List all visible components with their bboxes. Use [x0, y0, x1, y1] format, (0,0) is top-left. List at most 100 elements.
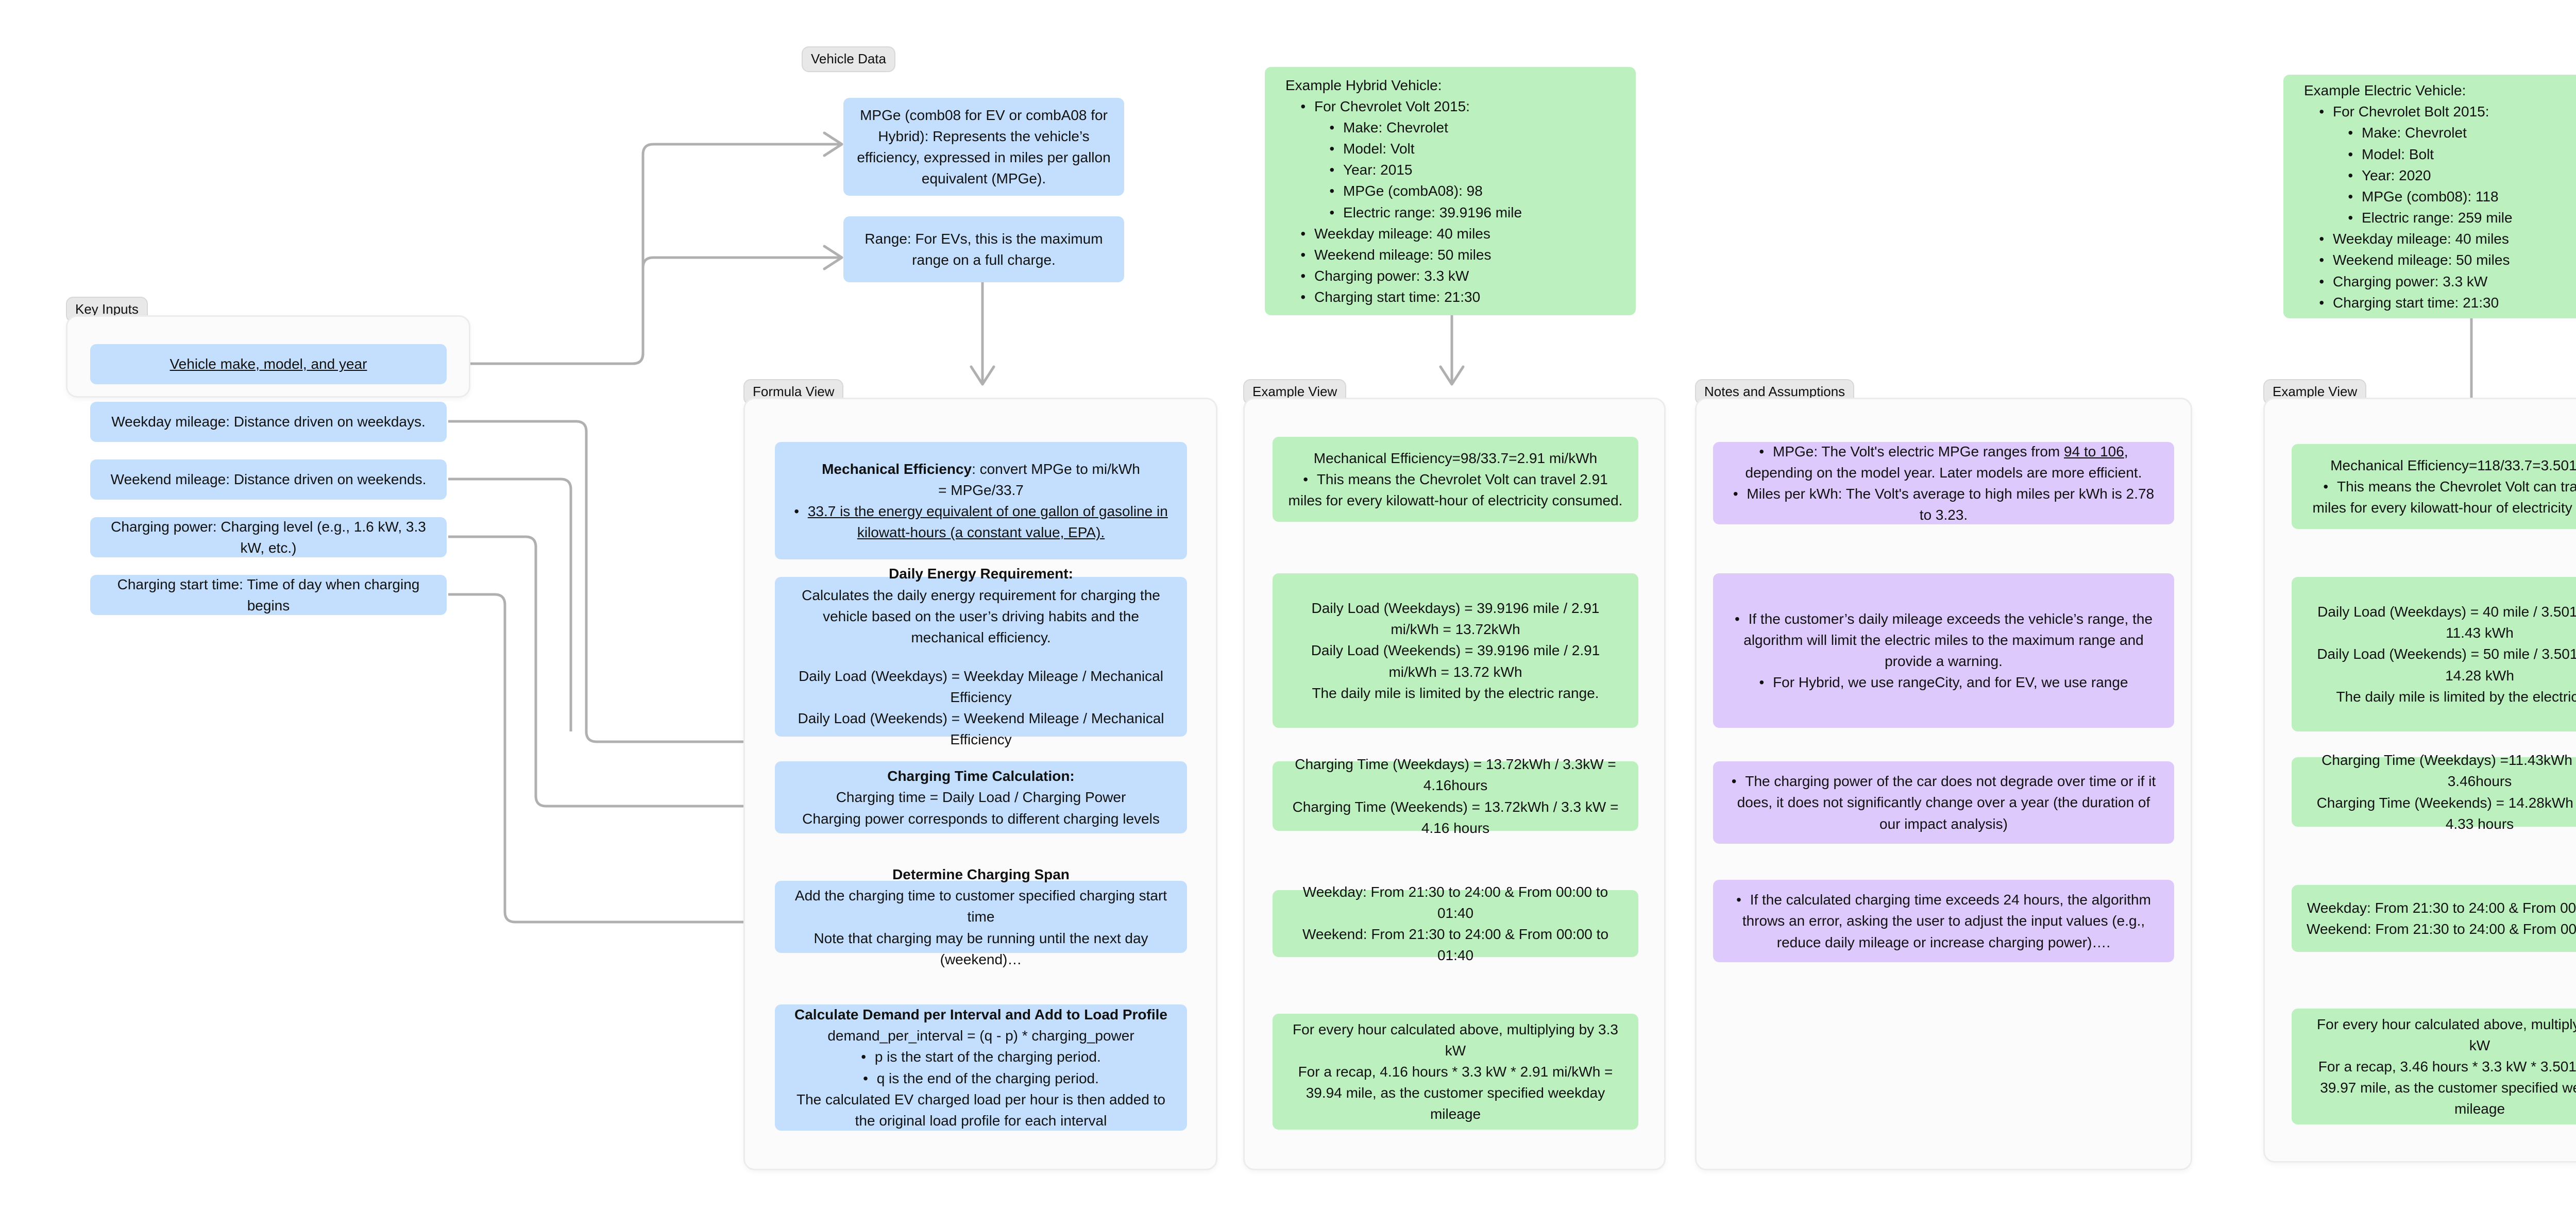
vehicle-data-range[interactable]: Range: For EVs, this is the maximum rang…: [843, 216, 1124, 282]
note-error-text: If the calculated charging time exceeds …: [1726, 889, 2161, 952]
list-item: Charging start time: 21:30: [1314, 286, 1615, 308]
note-range-limit-row: If the customer’s daily mileage exceeds …: [1726, 608, 2161, 672]
list-item: Electric range: 259 mile: [2362, 207, 2576, 228]
example-ev-span[interactable]: Weekday: From 21:30 to 24:00 & From 00:0…: [2292, 885, 2576, 952]
example-ev-demand-line2: For a recap, 3.46 hours * 3.3 kW * 3.501…: [2318, 1058, 2576, 1117]
formula-demand-line1: demand_per_interval = (q - p) * charging…: [827, 1028, 1134, 1044]
formula-daily-energy-weekday: Daily Load (Weekdays) = Weekday Mileage …: [799, 668, 1163, 706]
example-hybrid-daily-load[interactable]: Daily Load (Weekdays) = 39.9196 mile / 2…: [1273, 573, 1638, 728]
note-mpge-bullet-row: MPGe: The Volt's electric MPGe ranges fr…: [1726, 441, 2161, 483]
key-input-charging-power[interactable]: Charging power: Charging level (e.g., 1.…: [90, 517, 447, 557]
key-input-vehicle-label: Vehicle make, model, and year: [170, 356, 367, 372]
example-hybrid-mech-eff[interactable]: Mechanical Efficiency=98/33.7=2.91 mi/kW…: [1273, 437, 1638, 522]
formula-charging-time-title: Charging Time Calculation:: [788, 765, 1174, 787]
example-hybrid-demand-line1: For every hour calculated above, multipl…: [1293, 1021, 1618, 1059]
formula-calculate-demand-per-interval[interactable]: Calculate Demand per Interval and Add to…: [775, 1004, 1187, 1131]
formula-daily-energy-weekend: Daily Load (Weekends) = Weekend Mileage …: [798, 710, 1164, 748]
example-electric-vehicle-card[interactable]: Example Electric Vehicle: For Chevrolet …: [2283, 75, 2576, 318]
panel-label-vehicle-data: Vehicle Data: [802, 46, 895, 72]
list-item: Year: 2020: [2362, 165, 2576, 186]
note-range-limit[interactable]: If the customer’s daily mileage exceeds …: [1713, 573, 2174, 728]
note-charging-time-error[interactable]: If the calculated charging time exceeds …: [1713, 880, 2174, 962]
example-hybrid-charging-time-line2: Charging Time (Weekends) = 13.72kWh / 3.…: [1292, 798, 1619, 836]
note-mpge-post: , depending on the model year. Later mod…: [1745, 443, 2142, 481]
list-item: Charging power: 3.3 kW: [2333, 271, 2576, 292]
example-ev-mech-eff[interactable]: Mechanical Efficiency=118/33.7=3.501 mi/…: [2292, 444, 2576, 529]
list-item: Weekday mileage: 40 miles: [1314, 223, 1615, 244]
example-hybrid-daily-load-line1: Daily Load (Weekdays) = 39.9196 mile / 2…: [1311, 600, 1600, 638]
example-hybrid-daily-load-line3: The daily mile is limited by the electri…: [1312, 685, 1599, 701]
example-ev-charging-time-line1: Charging Time (Weekdays) =11.43kWh / 3.3…: [2321, 752, 2576, 790]
list-item: Weekend mileage: 50 miles: [1314, 244, 1615, 265]
list-item: Charging power: 3.3 kW: [1314, 265, 1615, 286]
formula-mech-eff-title-rest: : convert MPGe to mi/kWh: [972, 460, 1140, 477]
example-ev-charging-time-line2: Charging Time (Weekends) = 14.28kWh / 3.…: [2316, 794, 2576, 832]
example-hybrid-vehicle-card[interactable]: Example Hybrid Vehicle: For Chevrolet Vo…: [1265, 67, 1636, 315]
formula-span-line1: Add the charging time to customer specif…: [794, 888, 1167, 925]
note-charging-power-degradation[interactable]: The charging power of the car does not d…: [1713, 761, 2174, 844]
formula-daily-energy-desc: Calculates the daily energy requirement …: [802, 587, 1160, 645]
formula-mech-eff-title: Mechanical Efficiency: [822, 460, 972, 477]
vehicle-data-range-label: Range: For EVs, this is the maximum rang…: [865, 230, 1103, 268]
note-range-limit-text: If the customer’s daily mileage exceeds …: [1726, 608, 2161, 672]
formula-daily-energy-title: Daily Energy Requirement:: [788, 563, 1174, 584]
list-item: MPGe (comb08): 118: [2362, 186, 2576, 207]
note-miles-per-kwh: Miles per kWh: The Volt's average to hig…: [1726, 483, 2161, 525]
key-input-charging-start-time[interactable]: Charging start time: Time of day when ch…: [90, 575, 447, 615]
note-range-city-row: For Hybrid, we use rangeCity, and for EV…: [1726, 672, 2161, 693]
key-input-weekday-mileage[interactable]: Weekday mileage: Distance driven on week…: [90, 402, 447, 442]
example-hybrid-charging-time[interactable]: Charging Time (Weekdays) = 13.72kWh / 3.…: [1273, 756, 1638, 836]
list-item: MPGe (combA08): 98: [1343, 180, 1615, 201]
example-ev-charging-time[interactable]: Charging Time (Weekdays) =11.43kWh / 3.3…: [2292, 752, 2576, 832]
example-ev-daily-load[interactable]: Daily Load (Weekdays) = 40 mile / 3.501 …: [2292, 577, 2576, 731]
example-hybrid-charging-time-line1: Charging Time (Weekdays) = 13.72kWh / 3.…: [1295, 756, 1616, 794]
formula-demand-bullet2: q is the end of the charging period.: [788, 1068, 1174, 1089]
note-mpge-range[interactable]: MPGe: The Volt's electric MPGe ranges fr…: [1713, 442, 2174, 524]
note-mpge-pre: MPGe: The Volt's electric MPGe ranges fr…: [1773, 443, 2064, 459]
formula-demand-title-text: Calculate Demand per Interval and Add to…: [794, 1007, 1167, 1023]
formula-demand-line2: The calculated EV charged load per hour …: [796, 1091, 1166, 1129]
example-hybrid-demand[interactable]: For every hour calculated above, multipl…: [1273, 1014, 1638, 1130]
example-hybrid-mech-eff-bullet-row: This means the Chevrolet Volt can travel…: [1286, 469, 1625, 511]
formula-mechanical-efficiency[interactable]: Mechanical Efficiency: convert MPGe to m…: [775, 442, 1187, 559]
formula-demand-bullet1: p is the start of the charging period.: [788, 1046, 1174, 1067]
note-range-city-text: For Hybrid, we use rangeCity, and for EV…: [1726, 672, 2161, 693]
example-ev-demand[interactable]: For every hour calculated above, multipl…: [2292, 1009, 2576, 1124]
key-input-weekday-mileage-label: Weekday mileage: Distance driven on week…: [111, 414, 426, 430]
formula-span-title: Determine Charging Span: [788, 864, 1174, 885]
key-input-weekend-mileage[interactable]: Weekend mileage: Distance driven on week…: [90, 459, 447, 500]
key-input-vehicle[interactable]: Vehicle make, model, and year: [90, 344, 447, 384]
list-item: Model: Volt: [1343, 138, 1615, 159]
example-hybrid-span[interactable]: Weekday: From 21:30 to 24:00 & From 00:0…: [1273, 884, 1638, 963]
example-ev-mech-eff-bullet: This means the Chevrolet Volt can travel…: [2305, 476, 2576, 518]
example-ev-title: Example Electric Vehicle:: [2304, 82, 2466, 99]
list-item: Model: Bolt: [2362, 144, 2576, 165]
list-item: Weekday mileage: 40 miles: [2333, 228, 2576, 249]
note-mpge-link[interactable]: 94 to 106: [2064, 443, 2124, 459]
example-ev-daily-load-line3: The daily mile is limited by the electri…: [2336, 688, 2576, 705]
formula-daily-energy-title-text: Daily Energy Requirement:: [889, 566, 1073, 582]
formula-charging-time-calculation[interactable]: Charging Time Calculation: Charging time…: [775, 761, 1187, 833]
formula-mech-eff-line2: = MPGe/33.7: [938, 482, 1024, 498]
example-ev-span-line1: Weekday: From 21:30 to 24:00 & From 00:0…: [2307, 899, 2576, 916]
example-ev-list: For Chevrolet Bolt 2015: Make: Chevrolet…: [2304, 101, 2576, 313]
example-hybrid-span-line1: Weekday: From 21:30 to 24:00 & From 00:0…: [1302, 883, 1608, 921]
list-item: Year: 2015: [1343, 159, 1615, 180]
vehicle-data-mpge[interactable]: MPGe (comb08 for EV or combA08 for Hybri…: [843, 98, 1124, 196]
example-hybrid-vehicle-line: For Chevrolet Volt 2015:: [1314, 96, 1615, 117]
formula-charging-time-line1: Charging time = Daily Load / Charging Po…: [836, 789, 1126, 806]
formula-daily-energy-requirement[interactable]: Daily Energy Requirement: Calculates the…: [775, 566, 1187, 747]
list-item: Make: Chevrolet: [1343, 117, 1615, 138]
note-error-row: If the calculated charging time exceeds …: [1726, 889, 2161, 952]
formula-determine-charging-span[interactable]: Determine Charging Span Add the charging…: [775, 866, 1187, 967]
note-mpge-bullet: MPGe: The Volt's electric MPGe ranges fr…: [1726, 441, 2161, 483]
example-hybrid-demand-line2: For a recap, 4.16 hours * 3.3 kW * 2.91 …: [1298, 1063, 1613, 1122]
example-hybrid-list: For Chevrolet Volt 2015: Make: Chevrolet…: [1285, 96, 1615, 308]
list-item: Charging start time: 21:30: [2333, 292, 2576, 313]
example-hybrid-mech-eff-line1: Mechanical Efficiency=98/33.7=2.91 mi/kW…: [1313, 450, 1598, 466]
vehicle-data-mpge-label: MPGe (comb08 for EV or combA08 for Hybri…: [857, 107, 1111, 187]
example-hybrid-title: Example Hybrid Vehicle:: [1285, 77, 1442, 93]
example-ev-daily-load-line2: Daily Load (Weekends) = 50 mile / 3.501 …: [2317, 646, 2576, 684]
list-item: Electric range: 39.9196 mile: [1343, 202, 1615, 223]
